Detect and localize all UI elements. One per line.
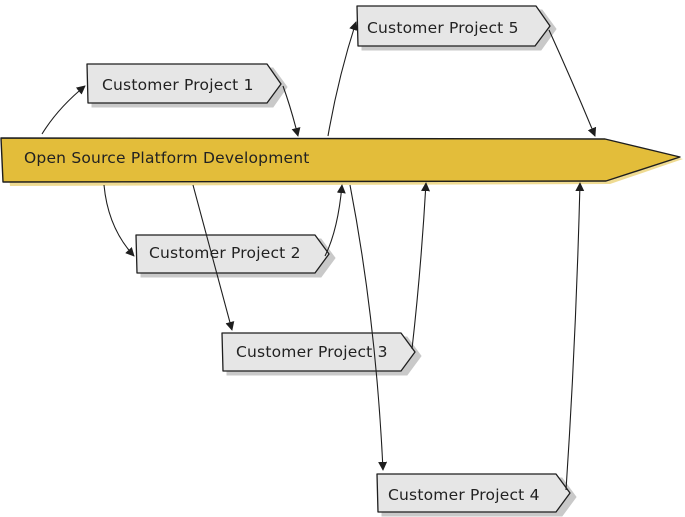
connector-p3-to-main	[411, 182, 431, 350]
project-box-1-shape	[86, 63, 282, 104]
connector-p5-to-main	[548, 29, 597, 137]
connector-main-to-p3	[192, 184, 235, 331]
project-box-2-shape	[135, 234, 330, 274]
project-box-1-label: Customer Project 1	[102, 76, 254, 94]
connector-main-to-p2	[103, 184, 135, 257]
connector-p4-to-main	[565, 182, 585, 491]
project-box-2-label: Customer Project 2	[149, 244, 301, 262]
connector-main-to-p1	[41, 85, 86, 135]
project-box-3-shape	[221, 332, 416, 372]
project-box-5-label: Customer Project 5	[367, 19, 519, 37]
project-box-5[interactable]: Customer Project 5	[356, 5, 557, 51]
main-arrow-body	[0, 137, 681, 183]
connectors	[41, 21, 597, 491]
connector-main-to-p5	[327, 21, 358, 137]
main-platform-arrow: Open Source Platform Development	[0, 137, 683, 186]
project-box-4[interactable]: Customer Project 4	[376, 473, 577, 517]
connector-main-to-p4	[349, 184, 388, 471]
project-box-5-shape	[356, 5, 551, 47]
connector-p1-to-main	[282, 85, 301, 137]
project-box-2[interactable]: Customer Project 2	[135, 234, 336, 278]
project-box-4-shape	[376, 473, 571, 513]
main-arrow-label: Open Source Platform Development	[24, 149, 310, 167]
project-box-3[interactable]: Customer Project 3	[221, 332, 422, 376]
project-box-3-label: Customer Project 3	[236, 343, 388, 361]
project-box-4-label: Customer Project 4	[388, 486, 540, 504]
connector-p2-to-main	[324, 184, 346, 257]
project-box-1[interactable]: Customer Project 1	[86, 63, 288, 108]
